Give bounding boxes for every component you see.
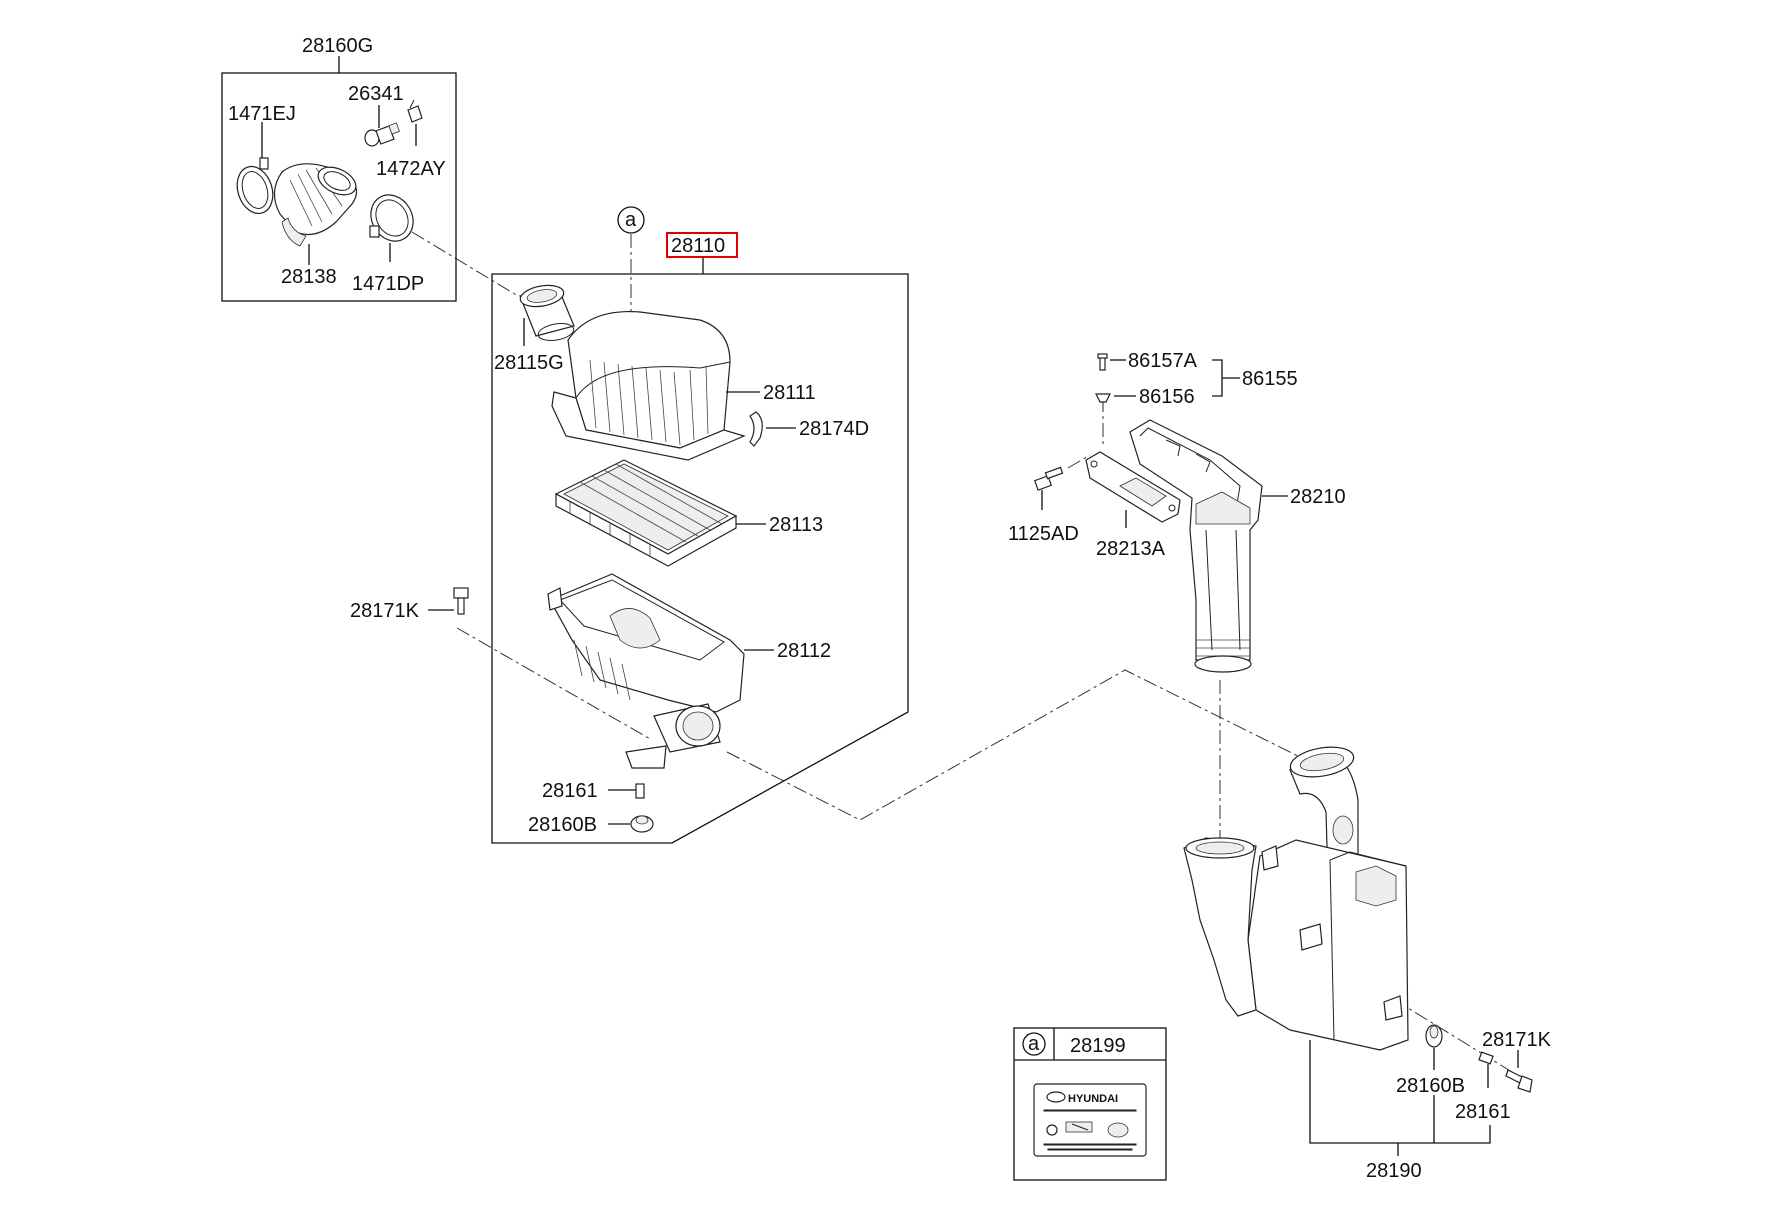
callout-28160b-left[interactable]: 28160B	[528, 814, 597, 836]
clamp-1471ej-part[interactable]	[231, 157, 278, 218]
cover-28111-part[interactable]	[551, 310, 746, 461]
callout-28174d[interactable]: 28174D	[799, 418, 869, 440]
bolt-28171k-left-part[interactable]	[453, 587, 469, 615]
callout-28111[interactable]: 28111	[763, 382, 816, 404]
callout-1472ay[interactable]: 1472AY	[376, 158, 446, 180]
callout-1471ej[interactable]: 1471EJ	[228, 103, 296, 125]
filter-28113-part[interactable]	[554, 459, 738, 567]
sensor-26341-part[interactable]	[364, 122, 400, 147]
label-box-part-no[interactable]: 28199	[1070, 1035, 1126, 1057]
brand-logo: HYUNDAI	[1068, 1093, 1118, 1105]
callout-28113[interactable]: 28113	[769, 514, 823, 536]
bolt-1125ad-part[interactable]	[1033, 466, 1064, 491]
callout-28160b-right[interactable]: 28160B	[1396, 1075, 1465, 1097]
clip-28174d-part[interactable]	[749, 411, 763, 447]
nut-86156-part[interactable]	[1095, 393, 1111, 410]
collar-28161-left-part[interactable]	[635, 783, 645, 799]
collar-28161-right-part[interactable]	[1478, 1051, 1494, 1065]
group-28190: 28160B 28161 28171K 28190	[1183, 743, 1552, 1182]
bolt-28171k-right-part[interactable]	[1505, 1069, 1533, 1093]
label-box-ref-a: a	[1028, 1033, 1040, 1055]
callout-28213a[interactable]: 28213A	[1096, 538, 1166, 560]
clamp-1471dp-part[interactable]	[363, 187, 422, 249]
callout-86155[interactable]: 86155	[1242, 368, 1298, 390]
callout-86157a[interactable]: 86157A	[1128, 350, 1198, 372]
box-28110: 28110 a 28115G 281	[491, 206, 909, 844]
resonator-28190-part[interactable]	[1183, 743, 1409, 1051]
label-box-28199: a 28199 HYUNDAI	[1013, 1027, 1167, 1181]
highlight-28110	[666, 232, 738, 258]
duct-28115g-part[interactable]	[519, 282, 576, 343]
insulator-28160b-right-part[interactable]	[1425, 1024, 1443, 1048]
emission-label-sticker[interactable]: HYUNDAI	[1033, 1083, 1147, 1157]
callout-28115g[interactable]: 28115G	[494, 352, 564, 374]
callout-28161-left[interactable]: 28161	[542, 780, 598, 802]
duct-28210-part[interactable]	[1129, 419, 1263, 673]
callout-28112[interactable]: 28112	[777, 640, 831, 662]
callout-28190[interactable]: 28190	[1366, 1160, 1422, 1182]
clip-1472ay-part[interactable]	[407, 99, 423, 123]
group-86155-28210: 86157A 86156 86155 1125AD 28213A	[1008, 350, 1346, 673]
callout-28161-right[interactable]: 28161	[1455, 1101, 1511, 1123]
insulator-28160b-left-part[interactable]	[630, 815, 654, 833]
callout-28138[interactable]: 28138	[281, 266, 337, 288]
bracket-28213a-part[interactable]	[1085, 451, 1181, 523]
callout-1471dp[interactable]: 1471DP	[352, 273, 424, 295]
box-28160g: 28160G 1471EJ 28138 26341	[221, 35, 457, 302]
callout-28210[interactable]: 28210	[1290, 486, 1346, 508]
callout-1125ad[interactable]: 1125AD	[1008, 523, 1079, 545]
callout-28171k-left[interactable]: 28171K	[350, 600, 420, 622]
callout-ref-a[interactable]: a	[625, 209, 637, 231]
callout-86156[interactable]: 86156	[1139, 386, 1195, 408]
callout-28160g[interactable]: 28160G	[302, 35, 373, 57]
callout-28171k-right[interactable]: 28171K	[1482, 1029, 1552, 1051]
callout-26341[interactable]: 26341	[348, 83, 404, 105]
bolt-86157a-part[interactable]	[1097, 353, 1108, 371]
hose-28138-part[interactable]	[273, 162, 360, 247]
body-28112-part[interactable]	[547, 573, 745, 769]
callout-28110[interactable]: 28110	[671, 235, 725, 257]
